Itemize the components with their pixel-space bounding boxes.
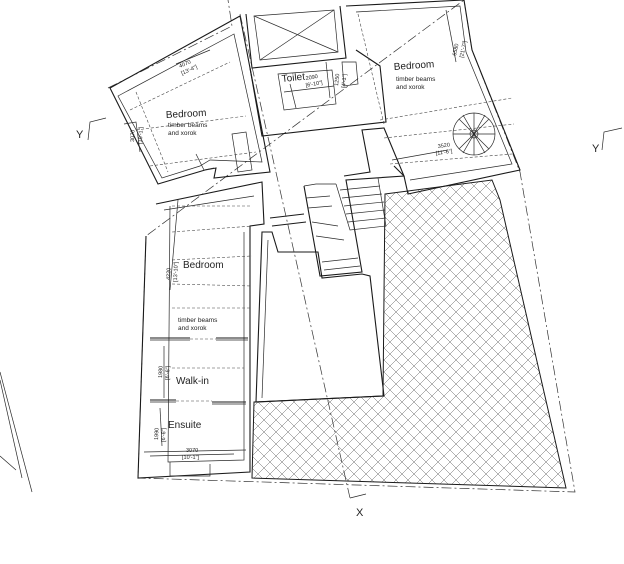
dim-5-mm: 6580 [452, 43, 460, 56]
dimension-lines [123, 9, 457, 457]
dim-6-mm: 3520 [437, 142, 450, 150]
central-staircase [269, 127, 405, 277]
section-line-x [239, 13, 351, 499]
toilet-block [245, 5, 387, 137]
room-label-walkin: Walk-in [176, 376, 209, 387]
room-note-top-right-2: and xorok [396, 84, 425, 91]
dim-9-ft: [6'-6"] [161, 427, 168, 442]
dim-8-ft: [6'-6"] [165, 365, 172, 380]
dim-2-mm: 3070 [130, 130, 136, 142]
dim-10-ft: [10'-1"] [182, 455, 200, 461]
dim-10-mm: 3070 [186, 448, 198, 454]
dim-3-mm: 2090 [305, 74, 318, 82]
room-label-bedroom-top-right: Bedroom [393, 59, 434, 73]
section-marker-y-right: Y [592, 143, 600, 155]
section-marker-y-left: Y [76, 129, 84, 141]
dim-7-mm: 4220 [166, 268, 172, 280]
room-note-top-left-1: timber beams [168, 122, 208, 129]
void-inner-line [261, 239, 269, 399]
dim-4-ft: [4'-1"] [341, 73, 348, 88]
section-marker-x: X [356, 507, 364, 519]
room-label-ensuite: Ensuite [168, 420, 202, 431]
room-note-top-right-1: timber beams [396, 76, 436, 83]
left-wing [137, 181, 265, 479]
section-marker-right-arrow [601, 127, 623, 151]
top-left-bedroom-block [109, 15, 271, 185]
dim-2-ft: [10'-1"] [138, 126, 145, 144]
room-label-bedroom-top-left: Bedroom [166, 108, 207, 121]
central-void [255, 231, 385, 403]
hatched-yard [251, 179, 567, 489]
timber-note-1: timber beams [178, 317, 218, 324]
dim-4-mm: 1250 [334, 73, 341, 86]
neighbour-fragment [0, 371, 33, 493]
dim-1-mm: 4070 [178, 59, 192, 69]
top-right-bedroom-block [345, 0, 521, 195]
dim-3-ft: [6'-10"] [305, 80, 323, 89]
room-label-bedroom-left: Bedroom [183, 260, 224, 271]
dim-7-ft: [13'-10"] [173, 261, 180, 282]
timber-note-2: and xorok [178, 325, 207, 332]
room-label-toilet: Toilet [281, 72, 306, 85]
dim-5-ft: [21'-7"] [459, 40, 469, 58]
dim-8-mm: 1980 [158, 366, 164, 378]
section-marker-left-arrow [87, 117, 107, 141]
room-note-top-left-2: and xorok [168, 130, 197, 137]
dim-9-mm: 1990 [154, 428, 160, 440]
dim-6-ft: [11'-6"] [435, 149, 453, 157]
section-line-x-tick [349, 493, 367, 499]
